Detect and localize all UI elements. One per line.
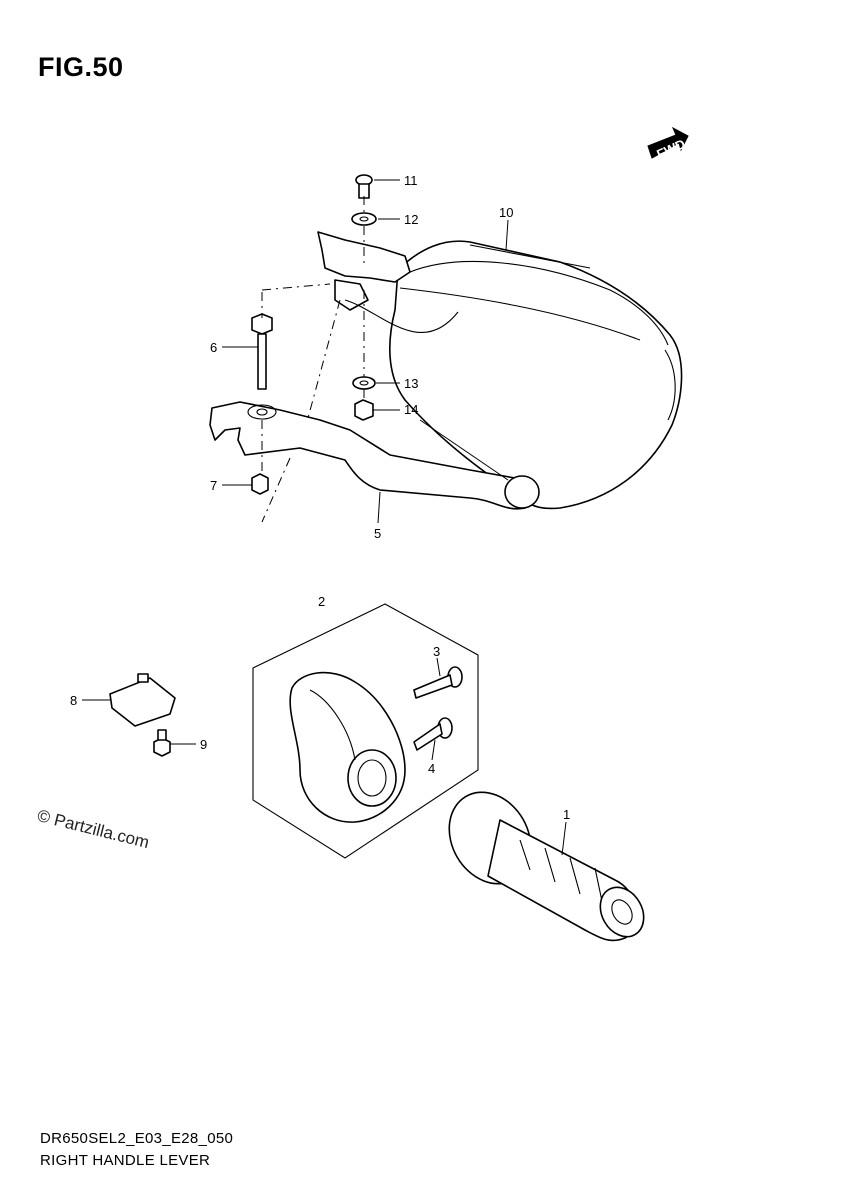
callout-1: 1 [563, 807, 570, 822]
callout-3: 3 [433, 644, 440, 659]
throttle-grip [448, 791, 645, 942]
nut-7 [251, 473, 269, 495]
callout-4: 4 [428, 761, 435, 776]
forward-arrow-icon: FWD [647, 126, 689, 162]
footer-diagram-code: DR650SEL2_E03_E28_050 [40, 1130, 234, 1147]
callout-8: 8 [70, 693, 77, 708]
callout-6: 6 [210, 340, 217, 355]
brake-lever [209, 401, 540, 510]
bolt-11 [355, 174, 373, 199]
assembly-line-upper-left [261, 283, 331, 318]
callout-9: 9 [200, 737, 207, 752]
leader-lines [82, 179, 567, 856]
callout-13: 13 [404, 376, 418, 391]
callout-7: 7 [210, 478, 217, 493]
guard-bracket [317, 231, 459, 334]
callout-12: 12 [404, 212, 418, 227]
screw-3 [413, 666, 463, 699]
callout-2: 2 [318, 594, 325, 609]
switch-8 [109, 673, 176, 727]
callout-5: 5 [374, 526, 381, 541]
hand-guard [389, 240, 683, 510]
footer-diagram-name: RIGHT HANDLE LEVER [40, 1152, 211, 1169]
washer-12 [351, 212, 377, 226]
bolt-6 [251, 313, 273, 390]
callout-14: 14 [404, 402, 418, 417]
switch-box [252, 603, 479, 859]
nut-14 [354, 399, 374, 421]
callout-11: 11 [404, 173, 418, 188]
callout-10: 10 [499, 205, 513, 220]
screw-4 [413, 717, 453, 751]
forward-arrow-label: FWD [654, 136, 687, 162]
figure-title: FIG.50 [38, 52, 124, 82]
screw-9 [153, 729, 171, 757]
washer-13 [352, 376, 376, 390]
